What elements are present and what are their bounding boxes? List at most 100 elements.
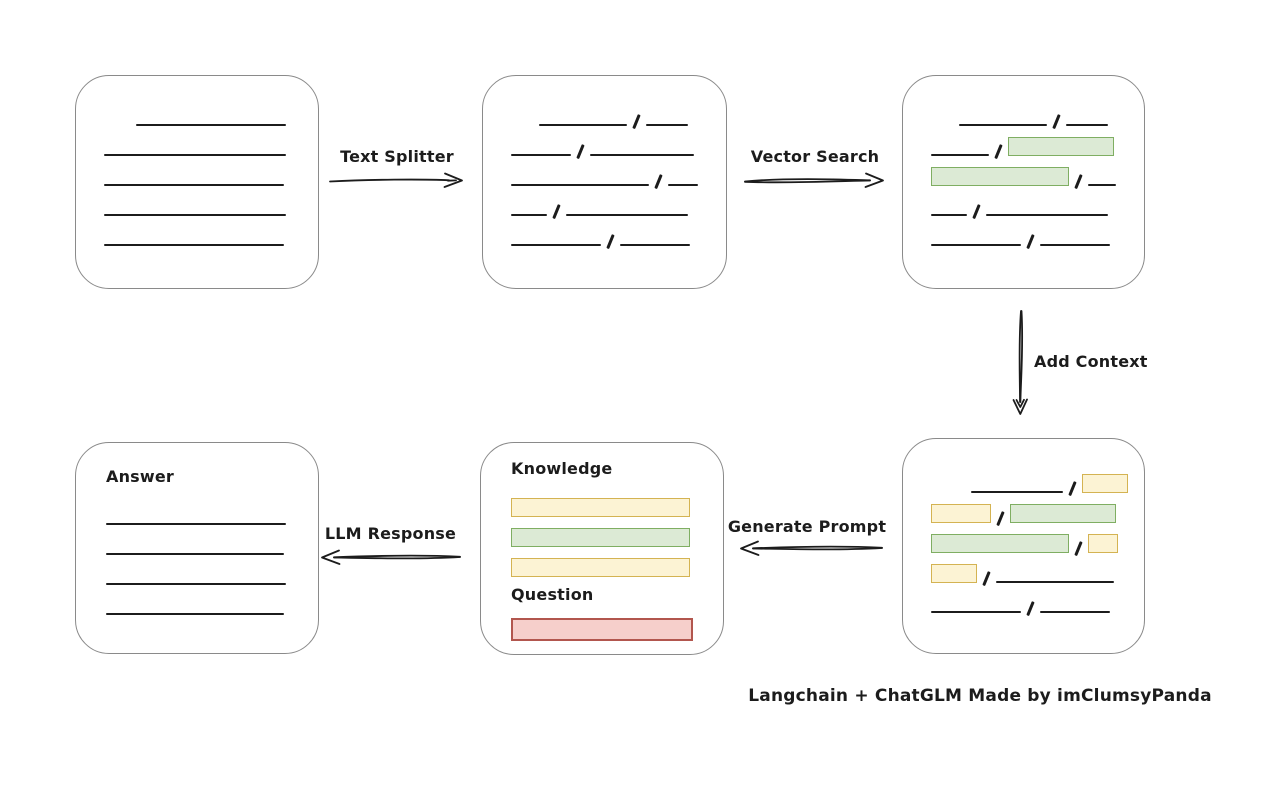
text-line [645, 124, 688, 126]
text-line [1065, 124, 1108, 126]
text-line [104, 154, 286, 156]
question-label: Question [511, 585, 594, 604]
credit-text: Langchain + ChatGLM Made by imClumsyPand… [748, 686, 1212, 706]
vector-search-label: Vector Search [750, 147, 880, 166]
split-slash [1026, 234, 1035, 249]
text-row [931, 216, 1122, 249]
generate-prompt-arrow-icon [740, 540, 883, 556]
knowledge-bars [511, 487, 701, 577]
text-line [971, 491, 1063, 493]
document-box [75, 75, 319, 289]
vector-search-arrow-icon [744, 172, 884, 188]
context-box-content [931, 463, 1128, 616]
text-row [511, 126, 704, 159]
yellow-highlight-chip [511, 498, 690, 517]
text-line [104, 244, 284, 246]
text-line [959, 124, 1047, 126]
text-row [511, 611, 701, 641]
answer-lines [106, 495, 296, 615]
text-row [931, 553, 1122, 586]
text-row [104, 96, 296, 126]
add-context-arrow-icon [1012, 310, 1028, 415]
yellow-highlight-chip [931, 564, 977, 583]
text-line [106, 523, 286, 525]
text-row [511, 547, 701, 577]
text-line [995, 581, 1114, 583]
split-slash [606, 234, 615, 249]
text-row [931, 186, 1122, 219]
text-line [511, 154, 571, 156]
knowledge-label: Knowledge [511, 459, 613, 478]
indent-spacer [931, 125, 959, 126]
text-line [1039, 611, 1110, 613]
indent-spacer [104, 125, 136, 126]
text-row [511, 156, 704, 189]
text-line [104, 184, 284, 186]
answer-label: Answer [106, 467, 175, 486]
split-slash [1026, 601, 1035, 616]
question-bar [511, 611, 701, 641]
text-line [106, 583, 286, 585]
text-row [106, 585, 296, 615]
yellow-highlight-chip [931, 504, 991, 523]
text-line [1087, 184, 1116, 186]
text-splitter-arrow-icon [329, 172, 463, 188]
text-line [539, 124, 627, 126]
context-box [902, 438, 1145, 654]
text-line [931, 611, 1021, 613]
llm-response-label: LLM Response [324, 524, 457, 543]
text-line [667, 184, 698, 186]
green-highlight-chip [931, 534, 1069, 553]
split-text-box-content [511, 96, 704, 249]
red-highlight-chip [511, 618, 693, 641]
text-row [106, 525, 296, 555]
indent-spacer [931, 492, 971, 493]
vector-matches-box [902, 75, 1145, 289]
text-line [511, 184, 649, 186]
text-line [931, 214, 967, 216]
text-line [106, 553, 284, 555]
text-line [931, 154, 989, 156]
text-row [511, 216, 704, 249]
text-row [931, 96, 1122, 129]
text-row [106, 555, 296, 585]
text-row [931, 463, 1128, 496]
indent-spacer [511, 125, 539, 126]
answer-box: Answer [75, 442, 319, 654]
text-line [106, 613, 284, 615]
text-line [589, 154, 694, 156]
text-row [104, 216, 296, 246]
green-highlight-chip [511, 528, 690, 547]
text-row [931, 126, 1122, 159]
yellow-highlight-chip [511, 558, 690, 577]
text-line [985, 214, 1108, 216]
text-row [931, 156, 1122, 189]
text-row [511, 96, 704, 129]
text-line [104, 214, 286, 216]
text-splitter-label: Text Splitter [340, 147, 454, 166]
green-highlight-chip [1009, 504, 1116, 523]
text-line [511, 244, 601, 246]
prompt-box-content: Knowledge Question [511, 459, 701, 641]
text-row [931, 493, 1122, 526]
text-row [104, 126, 296, 156]
text-line [931, 244, 1021, 246]
yellow-highlight-chip [1081, 474, 1128, 493]
text-row [104, 156, 296, 186]
text-row [511, 517, 701, 547]
text-row [931, 523, 1122, 556]
text-row [511, 186, 704, 219]
text-line [565, 214, 688, 216]
generate-prompt-label: Generate Prompt [727, 517, 887, 536]
text-line [1039, 244, 1110, 246]
add-context-label: Add Context [1034, 352, 1148, 371]
green-highlight-chip [1007, 137, 1114, 156]
document-box-content [104, 96, 296, 246]
llm-response-arrow-icon [321, 549, 461, 565]
vector-matches-box-content [931, 96, 1122, 249]
text-line [136, 124, 286, 126]
text-row [104, 186, 296, 216]
text-row [106, 495, 296, 525]
split-text-box [482, 75, 727, 289]
